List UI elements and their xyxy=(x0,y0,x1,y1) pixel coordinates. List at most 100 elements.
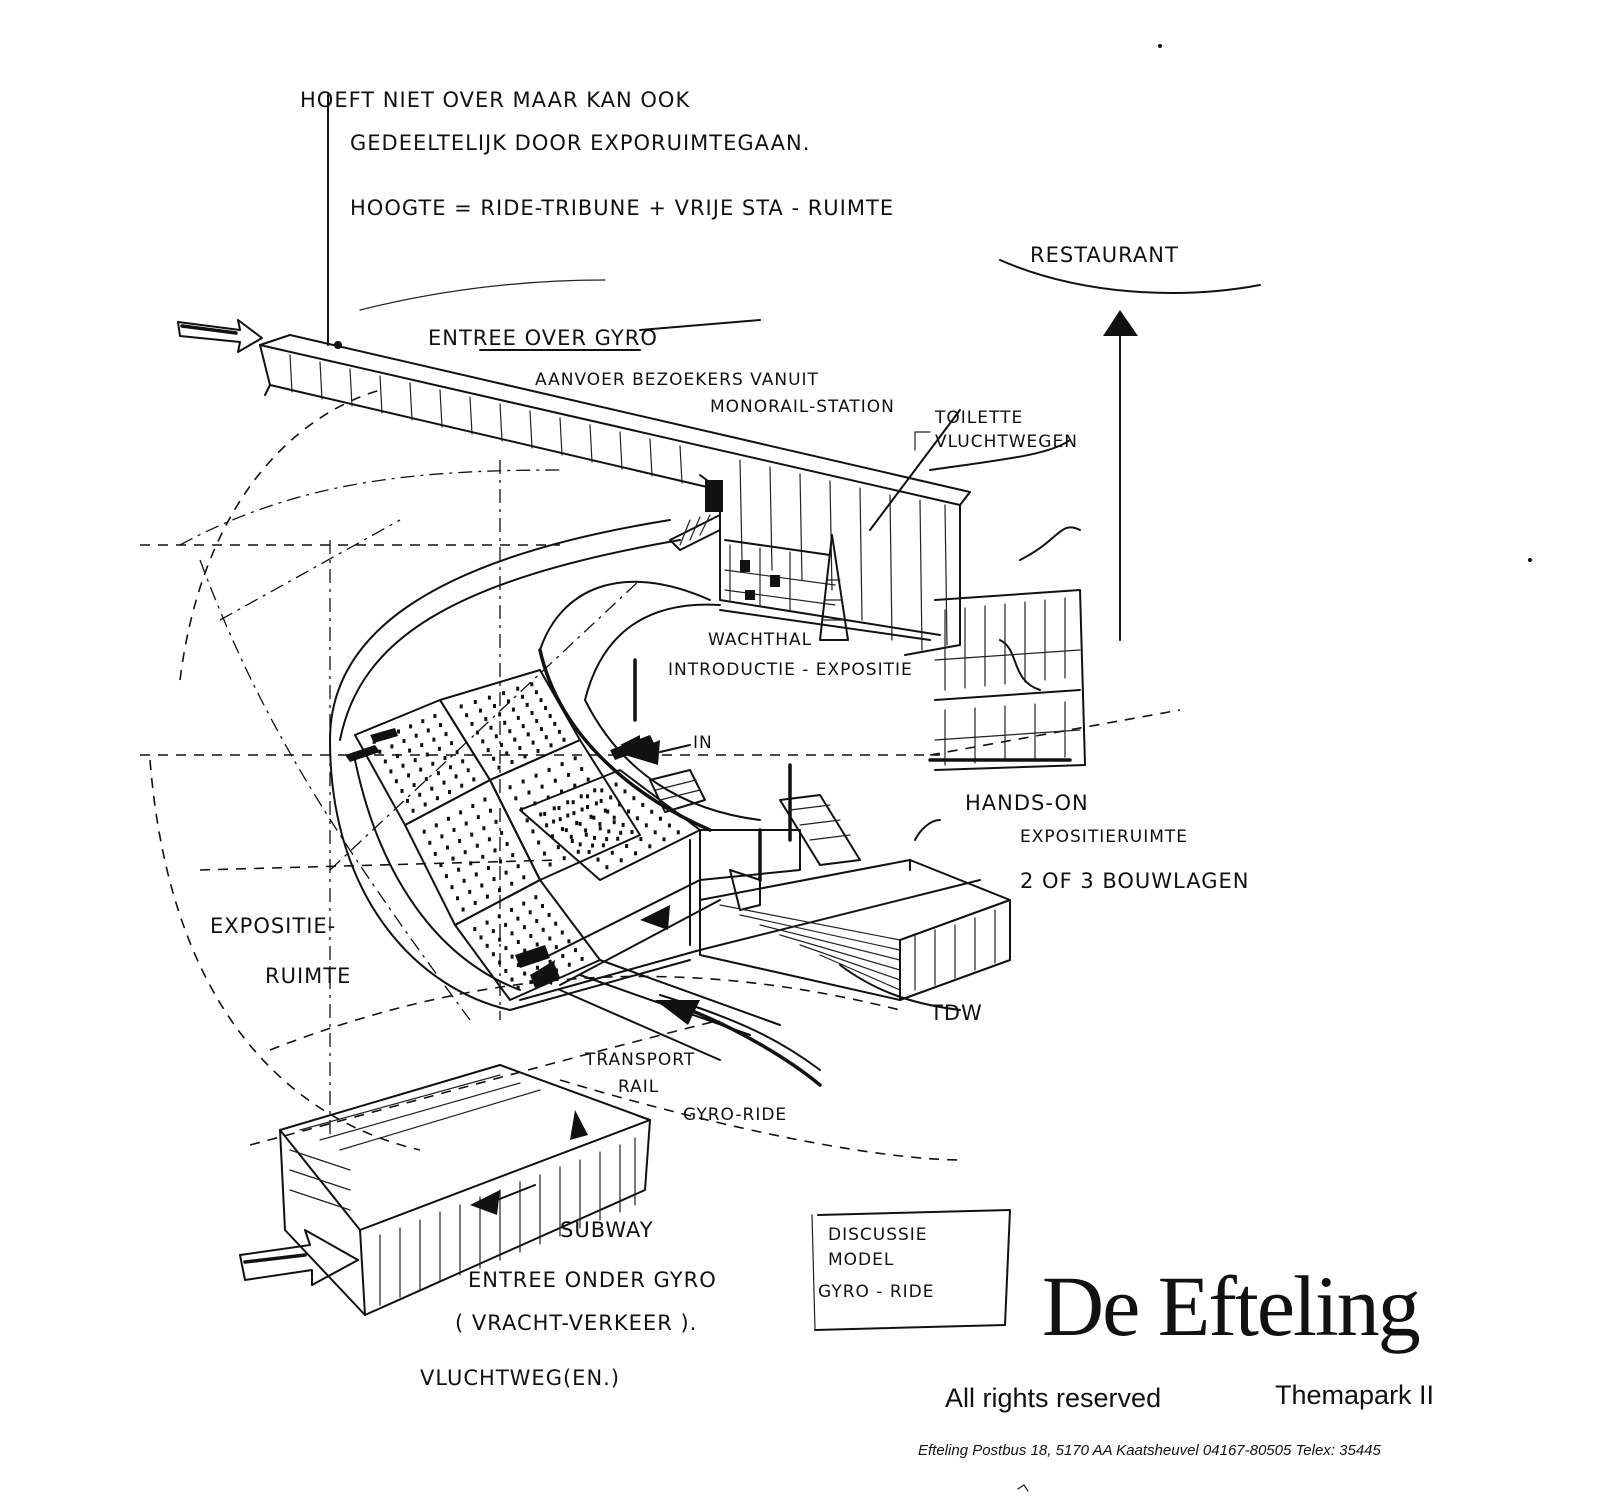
seat-dot xyxy=(621,822,625,827)
seat-dot xyxy=(426,728,430,733)
seat-dot xyxy=(534,895,538,900)
seat-dot xyxy=(580,807,584,812)
seat-dot xyxy=(481,854,485,859)
seat-dot xyxy=(546,795,550,800)
seat-dot xyxy=(463,850,467,855)
seat-dot xyxy=(421,719,425,724)
seat-dot xyxy=(459,704,463,709)
seat-dot xyxy=(521,724,525,729)
box-line-gyro-ride: GYRO - RIDE xyxy=(818,1282,935,1302)
seat-dot xyxy=(510,977,514,982)
seat-dot xyxy=(466,768,470,773)
seat-dot xyxy=(485,943,489,948)
seat-dot xyxy=(586,777,590,782)
seat-dot xyxy=(609,795,613,800)
label-bouwlagen: 2 OF 3 BOUWLAGEN xyxy=(1020,869,1250,893)
seat-dot xyxy=(530,682,534,687)
rights-reserved: All rights reserved xyxy=(945,1383,1161,1413)
seat-dot xyxy=(390,744,394,749)
seat-dot xyxy=(508,785,512,790)
seat-dot xyxy=(446,845,449,850)
note-monorail: MONORAIL-STATION xyxy=(710,397,895,417)
seat-dot xyxy=(551,834,554,839)
seat-dot xyxy=(510,954,514,959)
seat-dot xyxy=(489,725,493,730)
label-vluchtwegen: VLUCHTWEGEN xyxy=(935,432,1078,452)
seat-dot xyxy=(412,783,416,788)
seat-dot xyxy=(598,826,602,831)
seat-dot xyxy=(548,714,552,718)
seat-dot xyxy=(548,862,552,867)
seat-dot xyxy=(498,888,501,893)
seat-dot xyxy=(567,939,571,944)
seat-dot xyxy=(635,816,639,821)
seat-dot xyxy=(432,737,436,742)
seat-dot xyxy=(422,829,426,834)
seat-dot xyxy=(607,829,611,834)
seat-dot xyxy=(473,700,477,704)
seat-dot xyxy=(580,767,584,771)
seat-dot xyxy=(516,686,520,691)
seat-dot xyxy=(612,820,616,825)
construction-lines xyxy=(140,279,1181,1161)
seat-dot xyxy=(474,872,478,877)
seat-dot xyxy=(394,779,398,784)
seat-dot xyxy=(424,777,428,782)
seat-dot xyxy=(444,732,448,737)
seat-dot xyxy=(497,914,501,919)
seat-dot xyxy=(614,782,618,787)
seat-dot xyxy=(623,789,627,794)
seat-dot xyxy=(653,830,657,835)
seat-dot xyxy=(504,922,508,927)
seat-dot xyxy=(542,851,546,856)
seat-dot xyxy=(570,839,574,843)
seat-dot xyxy=(545,823,549,828)
seat-dot xyxy=(540,727,543,732)
seat-dot xyxy=(511,853,515,858)
seat-dot xyxy=(659,816,662,821)
seat-dot xyxy=(527,790,531,795)
seat-dot xyxy=(507,699,510,704)
seat-dot xyxy=(402,739,406,743)
seat-dot xyxy=(567,962,571,967)
seat-dot xyxy=(562,737,566,742)
seat-dot xyxy=(494,734,498,739)
seat-dot xyxy=(594,801,598,806)
seat-dot xyxy=(407,773,411,778)
seat-dot xyxy=(447,816,450,821)
seat-dot xyxy=(552,819,556,824)
waiting-hall xyxy=(669,474,941,641)
seat-dot xyxy=(586,805,589,809)
seat-dot xyxy=(535,965,539,970)
seat-dot xyxy=(578,842,582,847)
seat-dot xyxy=(549,743,553,748)
seat-dot xyxy=(606,809,610,814)
seat-dot xyxy=(414,733,418,738)
label-entree-onder-gyro: ENTREE ONDER GYRO xyxy=(468,1268,717,1292)
seat-dot xyxy=(548,959,552,964)
seat-dot xyxy=(439,863,443,867)
grandstand xyxy=(329,519,931,1011)
seat-dot xyxy=(383,759,387,764)
seat-dot xyxy=(502,691,506,696)
footer: De Efteling All rights reserved Themapar… xyxy=(918,1258,1434,1459)
signature-tdw: TDW xyxy=(929,1001,983,1025)
seat-dot xyxy=(503,720,507,725)
seat-dot xyxy=(523,971,527,976)
seat-dot xyxy=(411,808,415,813)
seat-dot xyxy=(473,901,477,905)
seat-dot xyxy=(616,836,620,841)
label-hands-on: HANDS-ON xyxy=(965,791,1089,815)
seat-dot xyxy=(566,813,570,818)
seat-dot xyxy=(516,963,520,968)
seat-dot xyxy=(444,874,448,879)
seat-dot xyxy=(491,952,495,957)
seat-dot xyxy=(475,730,479,735)
label-rail: RAIL xyxy=(618,1077,659,1097)
seat-dot xyxy=(516,864,520,869)
seat-dot xyxy=(573,783,577,788)
seat-dot xyxy=(468,889,472,894)
seat-dot xyxy=(541,904,544,908)
seat-dot xyxy=(498,712,502,717)
